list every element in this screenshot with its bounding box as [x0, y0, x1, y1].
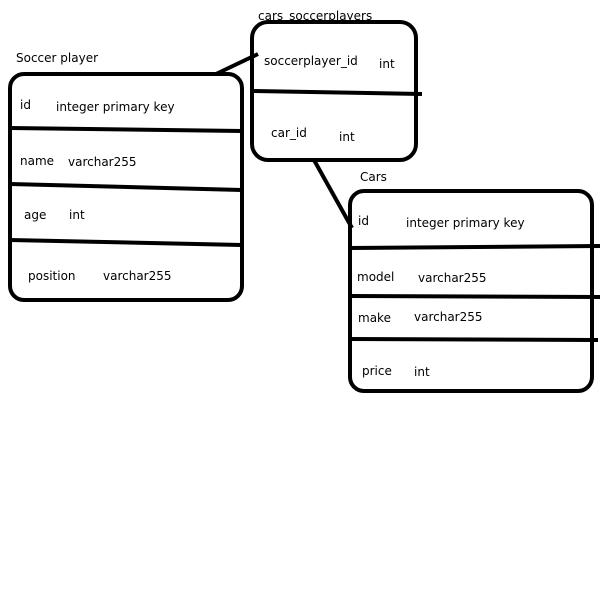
field-name: make	[358, 311, 391, 325]
field-name: position	[28, 269, 76, 283]
field-type: varchar255	[103, 269, 172, 283]
field-type: integer primary key	[56, 100, 175, 114]
field-type: varchar255	[68, 155, 137, 169]
table-title-cars: Cars	[360, 170, 387, 184]
field-type: integer primary key	[406, 216, 525, 230]
field-type: int	[379, 57, 395, 71]
row-divider	[251, 89, 423, 96]
field-name: age	[24, 208, 46, 222]
row-divider	[9, 238, 243, 247]
field-name: price	[362, 364, 392, 378]
table-box	[348, 189, 594, 393]
table-cars: Cars id integer primary key model varcha…	[348, 170, 601, 393]
table-cars-soccerplayers: cars_soccerplayers soccerplayer_id int c…	[250, 9, 423, 162]
row-divider	[349, 244, 601, 250]
field-type: varchar255	[418, 271, 487, 285]
row-divider	[349, 337, 599, 342]
field-type: varchar255	[414, 310, 483, 324]
connector-join-to-cars	[312, 159, 354, 229]
table-soccer-player: Soccer player id integer primary key nam…	[8, 51, 244, 302]
row-divider	[9, 182, 243, 192]
field-name: model	[357, 270, 394, 284]
field-name: soccerplayer_id	[264, 54, 358, 68]
field-name: car_id	[271, 126, 307, 140]
field-name: id	[20, 98, 31, 112]
field-type: int	[414, 365, 430, 379]
row-divider	[9, 126, 243, 133]
field-name: id	[358, 214, 369, 228]
table-title-soccer-player: Soccer player	[16, 51, 98, 65]
field-type: int	[339, 130, 355, 144]
field-type: int	[69, 208, 85, 222]
table-title-cars-soccerplayers: cars_soccerplayers	[258, 9, 372, 23]
table-box	[8, 72, 244, 302]
field-name: name	[20, 154, 54, 168]
row-divider	[349, 294, 601, 299]
